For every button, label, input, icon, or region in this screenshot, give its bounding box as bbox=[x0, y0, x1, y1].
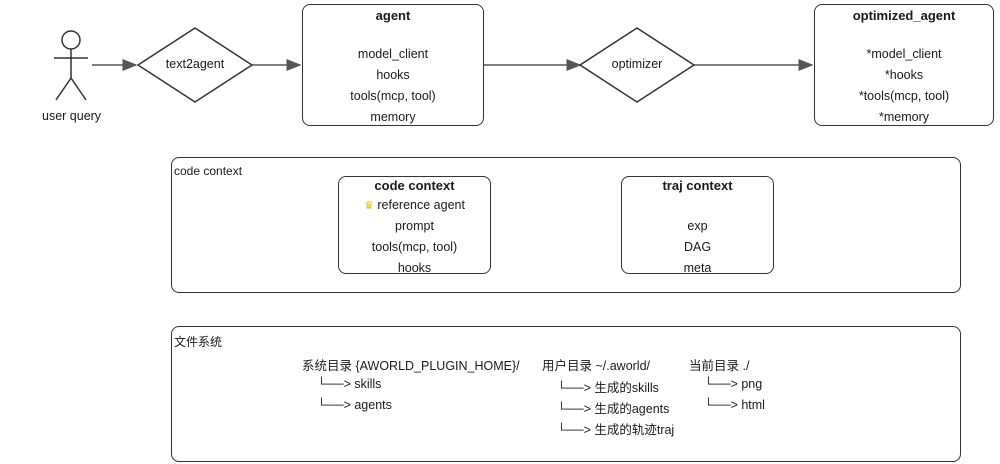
optimized-agent-item: *memory bbox=[878, 110, 929, 124]
user-dir-item: └──> 生成的skills bbox=[557, 381, 659, 395]
optimized-agent-title: optimized_agent bbox=[852, 8, 956, 23]
traj-context-item: exp bbox=[687, 219, 708, 233]
user-dir-item: └──> 生成的agents bbox=[557, 402, 670, 416]
agent-title: agent bbox=[375, 8, 411, 23]
file-system-group: 文件系统 bbox=[171, 326, 961, 462]
traj-context-item: meta bbox=[683, 261, 712, 275]
code-context-item: tools(mcp, tool) bbox=[371, 240, 458, 254]
code-context-item: ♛ reference agent bbox=[339, 198, 490, 212]
optimized-agent-item: *model_client bbox=[866, 47, 942, 61]
optimizer-diamond bbox=[578, 27, 696, 103]
optimized-agent-item: *hooks bbox=[884, 68, 924, 82]
user-dir-item: └──> 生成的轨迹traj bbox=[557, 423, 675, 437]
current-dir-item: └──> html bbox=[704, 398, 765, 412]
agent-item: model_client bbox=[357, 47, 429, 61]
code-context-group-label: code context bbox=[174, 164, 243, 178]
traj-context-title: traj context bbox=[662, 178, 733, 193]
current-dir-item: └──> png bbox=[704, 377, 763, 391]
code-context-item: hooks bbox=[397, 261, 432, 275]
code-context-title: code context bbox=[374, 178, 455, 193]
code-context-box: code context ♛ reference agent prompt to… bbox=[338, 176, 491, 275]
system-dir-header: 系统目录 {AWORLD_PLUGIN_HOME}/ bbox=[302, 359, 520, 373]
code-context-item: prompt bbox=[395, 219, 434, 233]
code-context-item-label: reference agent bbox=[377, 198, 465, 212]
traj-context-item: DAG bbox=[683, 240, 712, 254]
agent-box: agent model_client hooks tools(mcp, tool… bbox=[302, 4, 484, 126]
system-dir-item: └──> skills bbox=[317, 377, 382, 391]
user-query-label: user query bbox=[42, 109, 102, 123]
current-dir-header: 当前目录 ./ bbox=[689, 359, 750, 373]
optimizer-label: optimizer bbox=[611, 57, 663, 71]
user-actor-icon bbox=[54, 30, 88, 101]
agent-item: tools(mcp, tool) bbox=[350, 89, 436, 103]
traj-context-box: traj context exp DAG meta bbox=[621, 176, 774, 275]
file-system-label: 文件系统 bbox=[174, 335, 223, 349]
user-dir-header: 用户目录 ~/.aworld/ bbox=[542, 359, 651, 373]
system-dir-item: └──> agents bbox=[317, 398, 392, 412]
text2agent-label: text2agent bbox=[165, 57, 225, 71]
optimized-agent-item: *tools(mcp, tool) bbox=[858, 89, 950, 103]
agent-item: hooks bbox=[376, 68, 410, 82]
optimized-agent-box: optimized_agent *model_client *hooks *to… bbox=[814, 4, 994, 126]
crown-icon: ♛ bbox=[364, 200, 374, 212]
agent-item: memory bbox=[370, 110, 416, 124]
code-context-group: code context bbox=[171, 157, 961, 293]
text2agent-diamond bbox=[136, 27, 254, 103]
